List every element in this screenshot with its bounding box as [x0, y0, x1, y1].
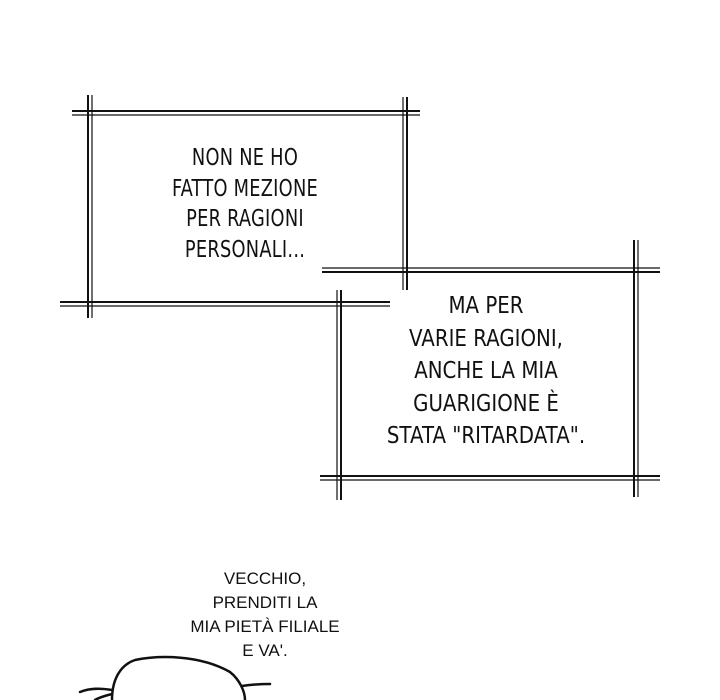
- caption-frame-1: [60, 95, 420, 318]
- narration-caption-1: NON NE HO FATTO MEZIONE PER RAGIONI PERS…: [116, 143, 374, 265]
- caption-line: MA PER: [448, 293, 524, 319]
- caption-line: GUARIGIONE È: [413, 390, 559, 417]
- caption-line: FATTO MEZIONE: [171, 175, 319, 202]
- caption-line: ANCHE LA MIA: [414, 358, 558, 384]
- caption-line: PERSONALI...: [184, 236, 306, 263]
- caption-line: VARIE RAGIONI,: [409, 325, 563, 352]
- dialog-line: VECCHIO,: [223, 569, 307, 588]
- dialog-line: PRENDITI LA: [212, 593, 318, 612]
- caption-line: STATA "RITARDATA".: [386, 423, 586, 449]
- dialog-line: E VA'.: [242, 641, 288, 660]
- caption-frame-2: [320, 240, 660, 500]
- narration-caption-2: MA PER VARIE RAGIONI, ANCHE LA MIA GUARI…: [365, 290, 608, 453]
- caption-line: PER RAGIONI: [186, 206, 304, 232]
- dialog-line: MIA PIETÀ FILIALE: [190, 617, 340, 636]
- caption-line: NON NE HO: [191, 145, 299, 171]
- character-head-sketch: [78, 655, 272, 700]
- dialog-text: VECCHIO, PRENDITI LA MIA PIETÀ FILIALE E…: [150, 567, 380, 663]
